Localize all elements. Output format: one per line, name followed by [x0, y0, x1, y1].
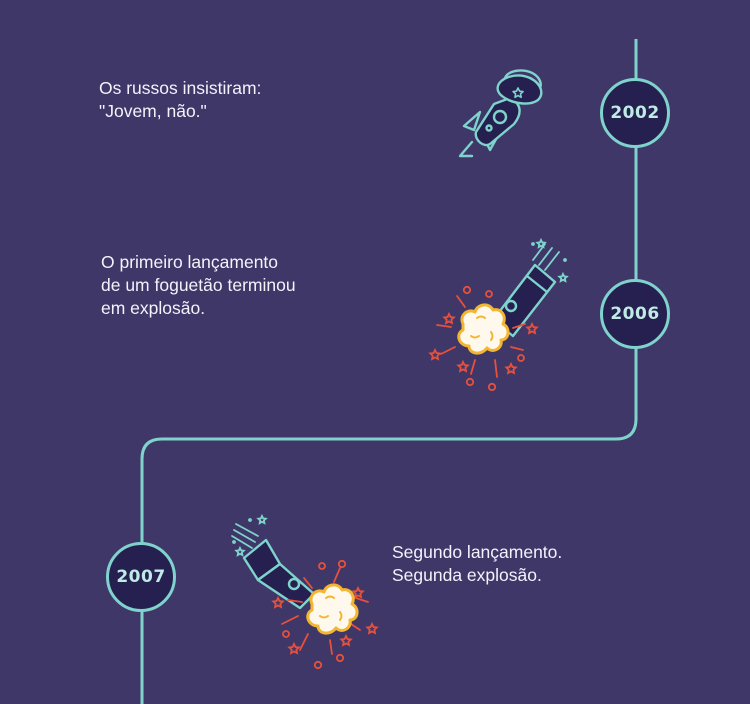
rocket-explosion-icon [231, 513, 379, 670]
rocket-with-russian-hat-icon [458, 69, 543, 158]
event-caption-2007: Segundo lançamento. Segunda explosão. [392, 542, 563, 585]
event-caption-2006: O primeiro lançamento de um foguetão ter… [101, 252, 296, 318]
year-badge-2002: 2002 [600, 78, 670, 148]
year-badge-2007: 2007 [106, 542, 176, 612]
year-badge-2006: 2006 [600, 279, 670, 349]
event-caption-2002: Os russos insistiram: "Jovem, não." [99, 78, 262, 121]
rocket-explosion-icon [428, 237, 569, 392]
